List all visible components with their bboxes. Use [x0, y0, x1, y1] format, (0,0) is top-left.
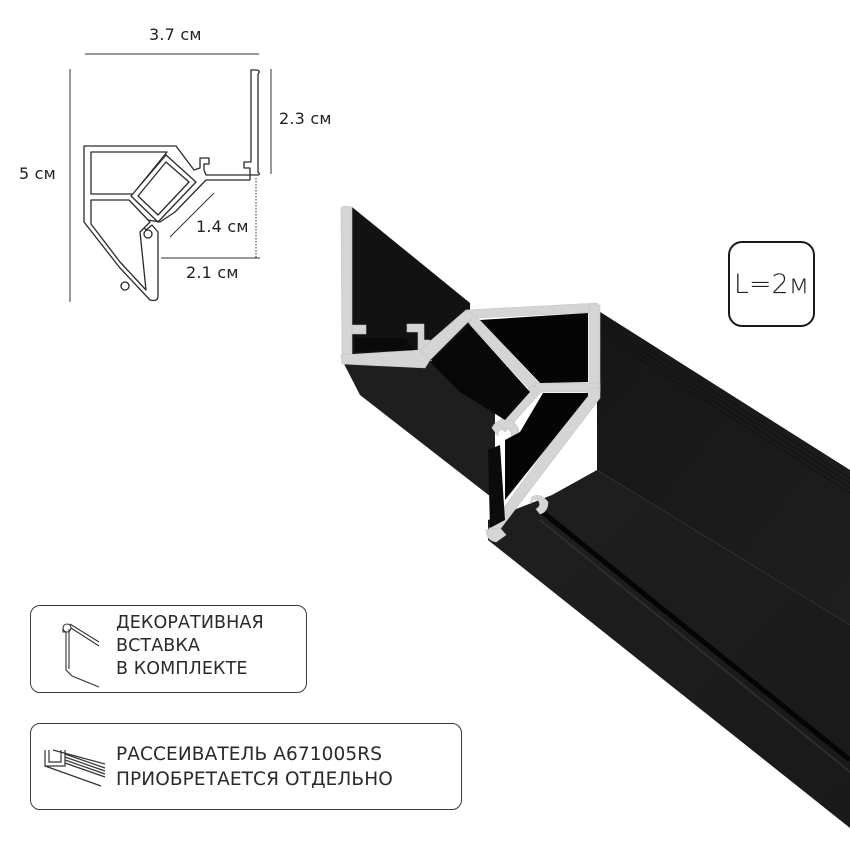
profile-groove	[538, 508, 850, 762]
decorative-insert-icon	[62, 623, 100, 688]
profile-body-top-face	[597, 310, 850, 625]
profile-upper-underside	[342, 360, 495, 500]
profile-cut-face	[340, 205, 601, 543]
length-badge: L=2м	[728, 241, 815, 327]
dimension-width-label: 3.7 см	[149, 25, 202, 44]
profile-outline	[83, 69, 260, 302]
dimension-line-diffuser	[169, 192, 215, 238]
dimension-diffuser-label: 1.4 см	[196, 217, 249, 236]
profile-cross-section-drawing	[69, 53, 272, 302]
info-text-line: РАССЕИВАТЕЛЬ A671005RS	[116, 744, 383, 765]
info-box-diffuser: РАССЕИВАТЕЛЬ A671005RS ПРИОБРЕТАЕТСЯ ОТД…	[30, 723, 462, 810]
info-text-line: ДЕКОРАТИВНАЯ	[116, 613, 264, 633]
info-text-line: В КОМПЛЕКТЕ	[116, 659, 248, 679]
dimension-height-label: 5 см	[19, 164, 56, 183]
profile-body-side-face	[488, 470, 850, 828]
dimension-upper-arm-label: 2.3 см	[279, 109, 332, 128]
dimension-lower-width-label: 2.1 см	[186, 263, 239, 282]
info-text-line: ВСТАВКА	[116, 636, 200, 656]
diffuser-icon	[44, 749, 106, 787]
info-text-line: ПРИОБРЕТАЕТСЯ ОТДЕЛЬНО	[116, 769, 393, 790]
profile-upper-flange	[347, 207, 470, 360]
info-box-decorative-insert: ДЕКОРАТИВНАЯ ВСТАВКА В КОМПЛЕКТЕ	[30, 605, 307, 693]
